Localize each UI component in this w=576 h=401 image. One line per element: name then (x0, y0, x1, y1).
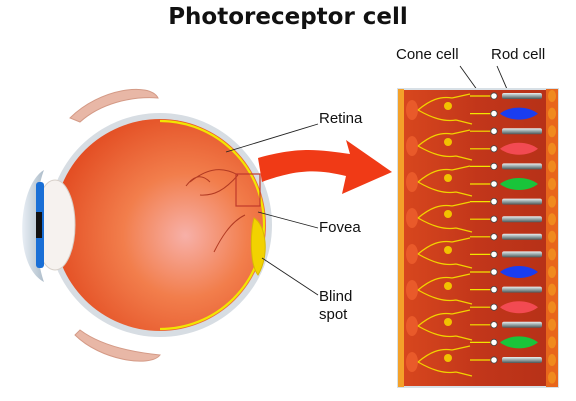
cone-cell-green (500, 178, 538, 190)
neuron-dendrites (417, 273, 473, 305)
lower-lid (74, 329, 161, 362)
pigment-cell (548, 283, 556, 296)
cell-nucleus (490, 303, 498, 311)
cone-cell-red (500, 301, 538, 314)
magnify-box (235, 173, 261, 207)
ganglion-cell (406, 136, 418, 156)
label-blind-spot-line2: spot (319, 306, 348, 323)
bipolar-cell (444, 174, 452, 182)
ganglion-cell (406, 208, 418, 228)
rod-cell (502, 216, 542, 223)
cell-nucleus (490, 110, 498, 118)
neuron-dendrites (417, 237, 473, 269)
upper-lid (69, 88, 159, 123)
rod-cell (502, 128, 542, 135)
bipolar-cell (444, 246, 452, 254)
pigment-cell (548, 318, 556, 331)
neuron-dendrites (417, 93, 473, 125)
pigment-dots (548, 90, 556, 384)
rod-cell (502, 93, 542, 99)
cell-nucleus (490, 338, 498, 346)
cell-nucleus (490, 198, 498, 206)
ganglion-cell (406, 244, 418, 264)
pigment-cell (548, 354, 556, 366)
bipolar-cell (444, 282, 452, 290)
cone-cell-red (500, 142, 538, 155)
pigment-cell (548, 125, 556, 138)
cell-nucleus (490, 92, 498, 100)
cell-nucleus (490, 215, 498, 223)
ganglion-cell (406, 352, 418, 372)
page-title: Photoreceptor cell (168, 4, 408, 30)
ganglion-cell (406, 100, 418, 120)
rod-cell (502, 163, 542, 170)
bipolar-cell (444, 210, 452, 218)
ganglion-cell (406, 280, 418, 300)
pigment-cell (548, 301, 556, 314)
label-fovea: Fovea (319, 219, 361, 236)
pupil (36, 212, 42, 238)
cell-nucleus (490, 145, 498, 153)
bipolar-cell (444, 102, 452, 110)
pigment-cell (548, 178, 556, 190)
pigment-cell (548, 213, 556, 226)
label-rod-cell: Rod cell (491, 46, 546, 63)
bipolar-cell (444, 354, 452, 362)
blood-vessels (185, 169, 246, 253)
pigment-cell (548, 266, 556, 278)
retina-arc (159, 119, 266, 331)
eyeball-body (54, 119, 266, 331)
bipolar-cell (444, 138, 452, 146)
cell-nucleus (490, 233, 498, 241)
neuron-dendrites (417, 201, 473, 233)
label-blind-spot-line1: Blind (319, 288, 353, 305)
label-retina: Retina (319, 110, 363, 127)
cell-nucleus (490, 180, 498, 188)
label-cone-cell: Cone cell (396, 46, 459, 63)
pigment-cell (548, 371, 556, 384)
pigment-cell (548, 336, 556, 349)
pigment-cell (548, 195, 556, 208)
retina-tissue-panel (397, 88, 559, 388)
cornea (22, 170, 44, 282)
eyeball (22, 88, 272, 362)
photoreceptor-row (470, 92, 542, 364)
neuron-dendrites (417, 345, 473, 377)
rod-cell (502, 198, 542, 205)
pigment-cell (548, 90, 556, 102)
magnify-arrow (258, 140, 392, 194)
cell-nucleus (490, 356, 498, 364)
neuron-dendrites (417, 129, 473, 161)
cone-cell-blue (500, 107, 538, 120)
optic-nerve (250, 217, 266, 276)
neuron-dendrites (417, 165, 473, 197)
cell-nucleus (490, 285, 498, 294)
cell-nucleus (490, 321, 498, 329)
cell-nucleus (490, 268, 498, 276)
bipolar-cell (444, 318, 452, 326)
ganglion-cell (406, 172, 418, 192)
pigment-cell (548, 142, 556, 155)
rod-cell (502, 251, 542, 258)
pigment-cell (548, 230, 556, 243)
rod-cell (502, 321, 542, 328)
cone-cell-green (500, 336, 538, 349)
neuron-dendrites (417, 309, 473, 341)
ganglion-cell (406, 316, 418, 336)
rod-cell (502, 286, 542, 293)
rod-cell (502, 357, 542, 363)
ganglion-cells (406, 93, 473, 377)
cone-cell-blue (500, 266, 538, 278)
inner-membrane (398, 89, 404, 387)
rod-cell (502, 233, 542, 240)
pigment-cell (548, 160, 556, 173)
pigment-cell (548, 107, 556, 120)
cell-nucleus (490, 162, 498, 170)
cell-nucleus (490, 250, 498, 258)
cell-nucleus (490, 127, 498, 135)
pigment-cell (548, 248, 556, 261)
